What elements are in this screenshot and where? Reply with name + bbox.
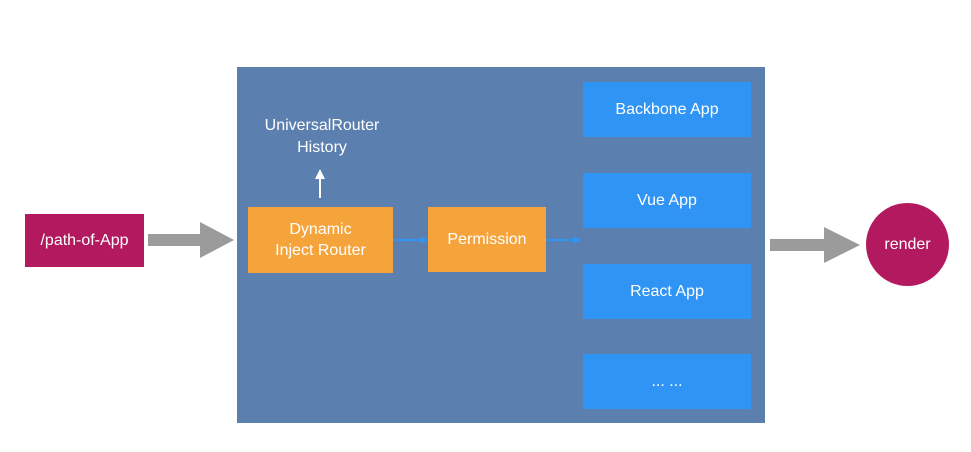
app-label: Vue App bbox=[637, 192, 697, 209]
app-node-vue: Vue App bbox=[583, 173, 751, 228]
history-line2: History bbox=[297, 139, 347, 156]
app-label: ... ... bbox=[651, 373, 683, 390]
render-node: render bbox=[866, 203, 949, 286]
app-label: Backbone App bbox=[615, 101, 719, 118]
app-label: React App bbox=[630, 283, 704, 300]
history-label: UniversalRouter History bbox=[237, 115, 407, 159]
input-arrow-shape bbox=[148, 222, 234, 258]
permission-label: Permission bbox=[447, 231, 527, 248]
router-label-line2: Inject Router bbox=[275, 242, 366, 259]
app-node-more: ... ... bbox=[583, 354, 751, 409]
connector-head-2 bbox=[574, 236, 581, 244]
path-input-node: /path-of-App bbox=[25, 214, 144, 267]
app-node-react: React App bbox=[583, 264, 751, 319]
path-input-label: /path-of-App bbox=[40, 232, 129, 249]
history-arrow-head bbox=[315, 169, 325, 179]
connector-head-1 bbox=[421, 236, 428, 244]
output-arrow-shape bbox=[770, 227, 860, 263]
render-label: render bbox=[884, 235, 931, 253]
router-label-line1: Dynamic bbox=[289, 221, 352, 238]
history-line1: UniversalRouter bbox=[264, 117, 380, 134]
app-node-backbone: Backbone App bbox=[583, 82, 751, 137]
permission-node: Permission bbox=[428, 207, 546, 272]
dynamic-router-node: Dynamic Inject Router bbox=[248, 207, 393, 273]
